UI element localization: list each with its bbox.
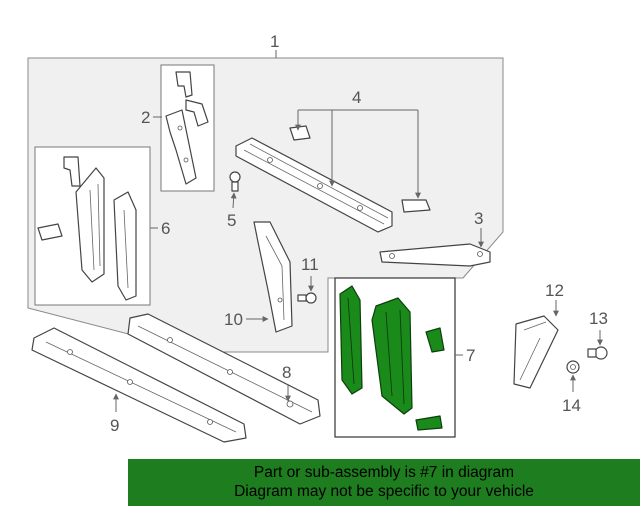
callout-6: 6 [161, 219, 170, 238]
part-9-front-frame [31, 327, 247, 443]
part-11-bolt [297, 292, 317, 304]
part-3-brace [379, 243, 491, 267]
part-6-brackets [37, 156, 137, 301]
callout-5-leader [230, 192, 237, 209]
banner-line-part-reference: Part or sub-assembly is #7 in diagram [253, 464, 515, 481]
part-12-bracket [513, 315, 559, 389]
callout-14: 14 [562, 396, 581, 415]
callout-11: 11 [301, 255, 319, 274]
callout-2: 2 [141, 108, 150, 127]
callout-5: 5 [227, 211, 236, 230]
part-2-bracket [165, 71, 209, 185]
callout-10: 10 [224, 310, 243, 329]
part-10-center-brace [253, 221, 293, 333]
callout-12: 12 [545, 281, 564, 300]
callout-9: 9 [110, 416, 119, 435]
callout-4: 4 [352, 88, 361, 107]
callout-8: 8 [282, 363, 291, 382]
part-13-bolt [587, 346, 608, 360]
part-14-nut [566, 360, 580, 374]
callout-1: 1 [270, 32, 279, 51]
callout-7: 7 [466, 346, 475, 365]
diagram-notice-banner: Part or sub-assembly is #7 in diagram Di… [128, 459, 640, 506]
callout-3: 3 [474, 209, 483, 228]
banner-line-disclaimer: Diagram may not be specific to your vehi… [234, 483, 534, 500]
callout-13: 13 [589, 309, 608, 328]
part-8-lower-support [127, 313, 321, 425]
part-7-highlighted-bracket [339, 285, 445, 431]
part-5-bolt [229, 171, 241, 192]
